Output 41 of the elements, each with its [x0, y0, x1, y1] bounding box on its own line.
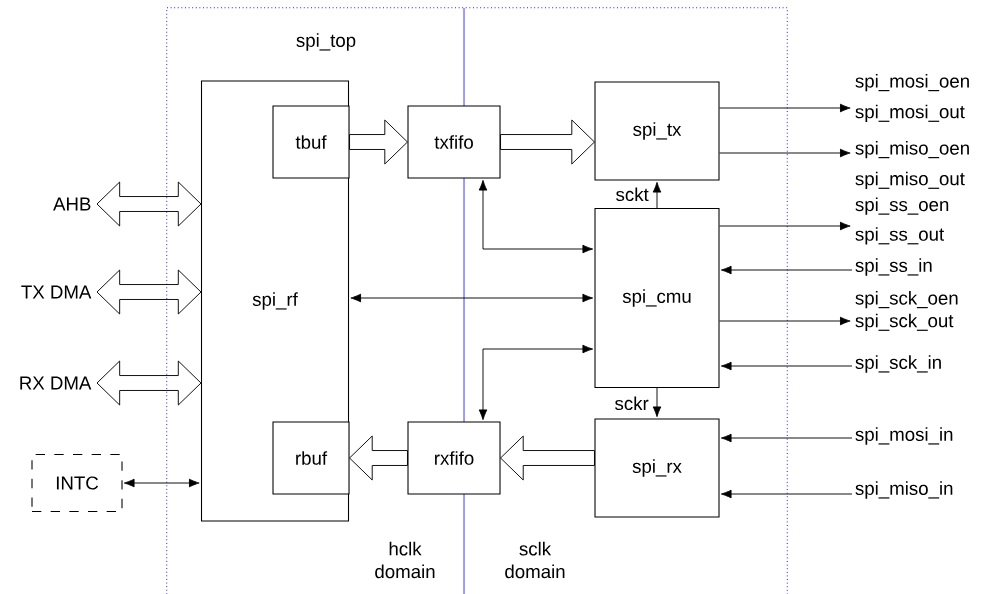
bus-arrow	[96, 181, 202, 227]
domain-label: sclk domain	[505, 541, 565, 579]
bus-arrow	[96, 360, 202, 406]
edge-label: sckt	[614, 186, 651, 203]
arrow	[123, 478, 200, 488]
module-box: spi_rx	[594, 418, 720, 518]
module-box: rxfifo	[407, 421, 501, 495]
arrow	[652, 181, 662, 209]
arrow	[720, 433, 853, 443]
bus-arrow	[96, 269, 202, 315]
signal-label: spi_mosi_in	[855, 427, 953, 445]
arrow	[719, 148, 851, 158]
domain-label: hclk domain	[375, 541, 435, 579]
signal-label: spi_sck_in	[855, 355, 941, 373]
signal-label: spi_miso_in	[855, 481, 953, 499]
bus-arrow	[349, 119, 408, 165]
module-box: txfifo	[407, 105, 501, 179]
edge-label: sckr	[613, 395, 651, 412]
arrow	[478, 344, 594, 421]
arrow	[719, 103, 851, 113]
bus-arrow	[500, 435, 595, 481]
arrow	[720, 489, 853, 499]
bus-arrow	[500, 119, 595, 165]
bus-label: TX DMA	[21, 285, 92, 299]
signal-label: spi_sck_oen spi_sck_out	[855, 290, 958, 332]
arrow	[720, 361, 853, 371]
arrow	[720, 265, 853, 275]
signal-label: spi_ss_in	[855, 258, 932, 276]
bus-arrow	[349, 435, 408, 481]
arrow	[719, 316, 851, 326]
bus-label: RX DMA	[20, 376, 92, 390]
arrow	[652, 387, 662, 418]
module-box: spi_tx	[594, 81, 720, 181]
arrow	[719, 221, 851, 231]
module-box: spi_cmu	[594, 207, 720, 389]
arrow	[350, 293, 594, 303]
module-box: tbuf	[272, 105, 350, 179]
external-block: INTC	[31, 453, 123, 513]
module-box: rbuf	[272, 421, 350, 495]
bus-label: AHB	[53, 197, 91, 211]
arrow	[478, 179, 594, 254]
